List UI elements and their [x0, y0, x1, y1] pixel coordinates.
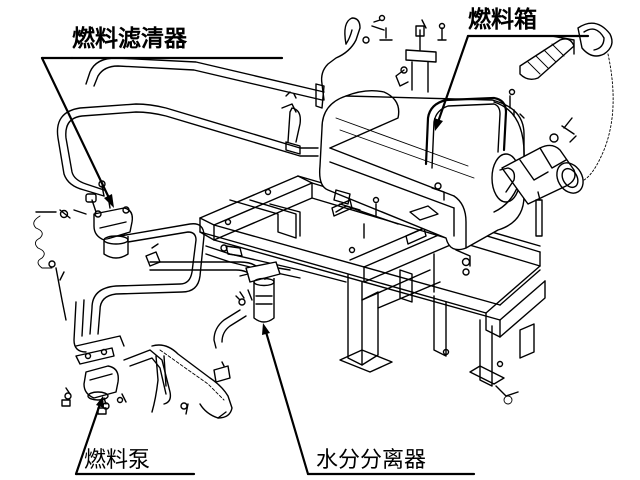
chassis-frame [199, 175, 546, 405]
small-parts [239, 14, 577, 301]
coiled-hose [33, 211, 67, 321]
fuel-filter-label: 燃料滤清器 [72, 26, 187, 52]
fuel-filter [59, 180, 161, 267]
wiring-harness [151, 344, 233, 419]
water-separator [220, 244, 291, 323]
fuel-pump-label: 燃料泵 [84, 448, 151, 473]
fuel-tank [318, 19, 525, 276]
fuel-pump [61, 335, 127, 415]
water-separator-label: 水分分离器 [316, 448, 427, 473]
callout-leaders [40, 34, 590, 476]
fuel-tank-label: 燃料箱 [468, 7, 537, 33]
filler-neck [499, 22, 614, 237]
